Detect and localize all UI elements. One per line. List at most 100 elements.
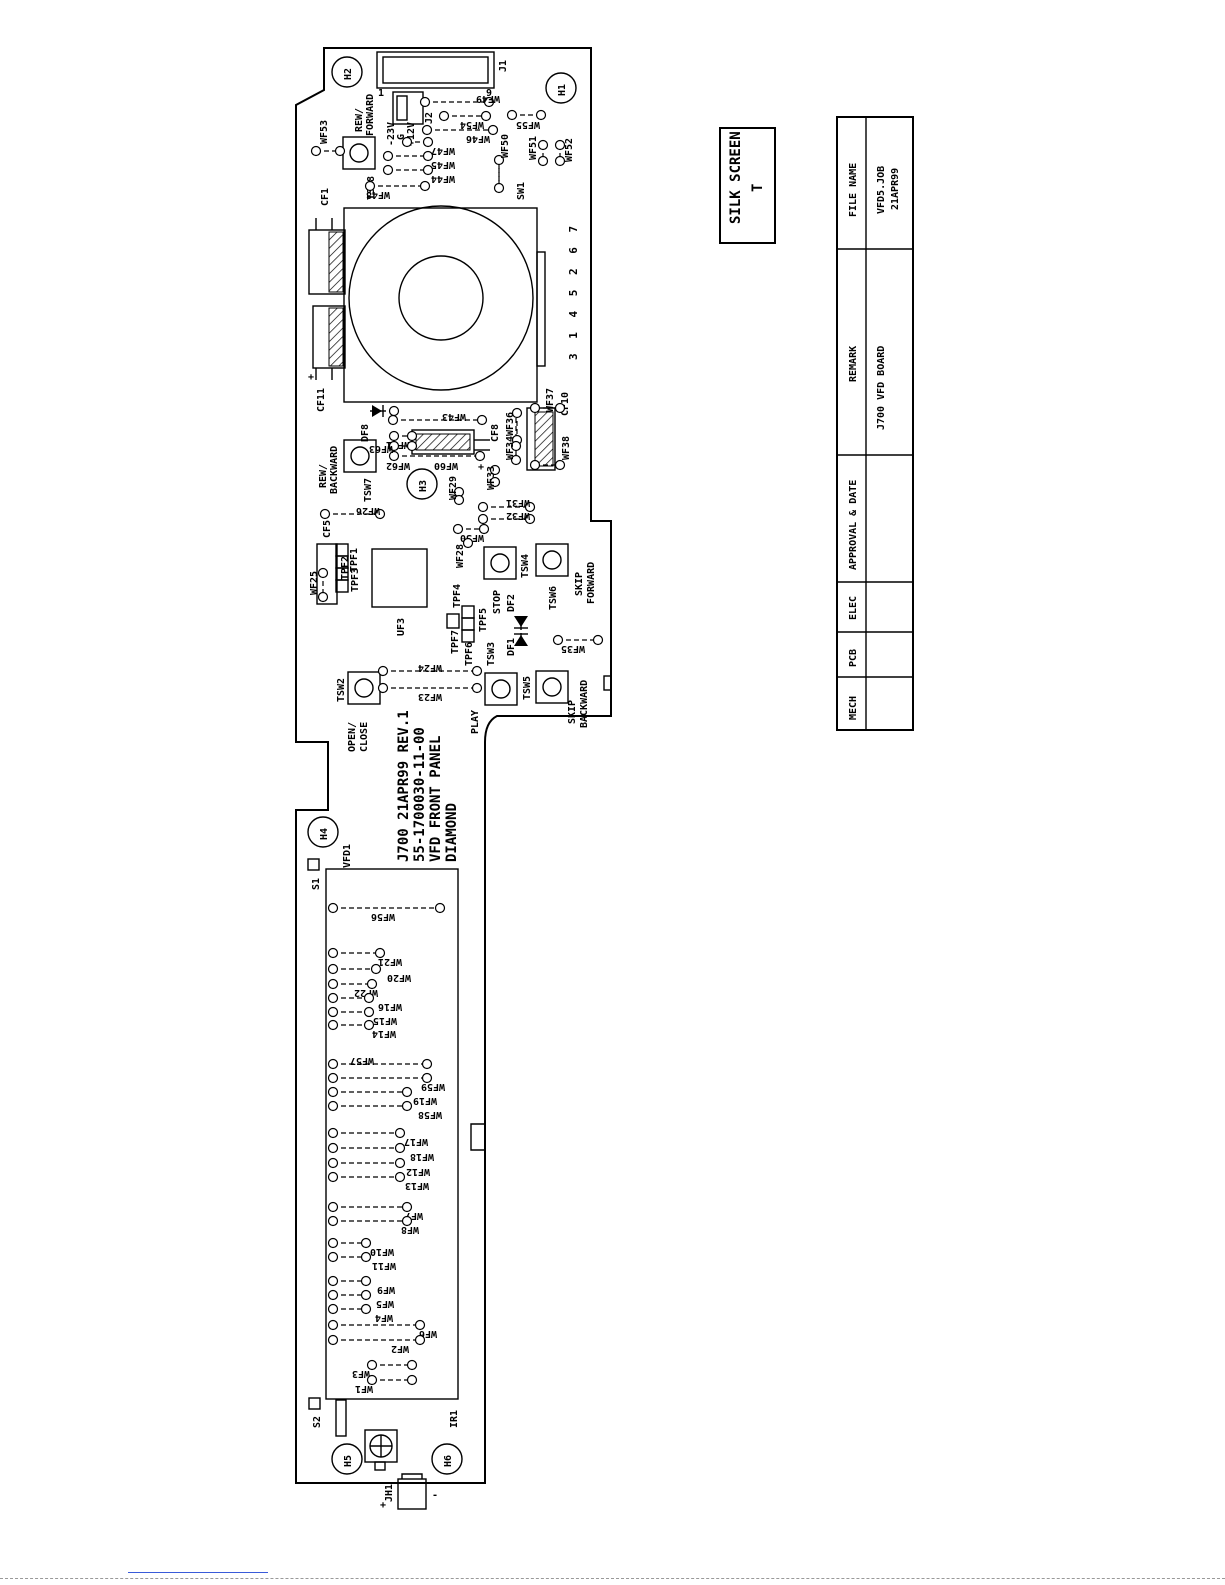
pad-wf51-1 <box>537 139 549 151</box>
mounting-hole-h3 <box>406 468 438 500</box>
rew-backward-line2: BACKWARD <box>329 446 340 494</box>
connector-j1 <box>376 51 495 89</box>
board-id-line1: J700 21APR99 REV.1 <box>396 710 412 862</box>
skip-forward-line2: FORWARD <box>586 562 597 604</box>
label-wf51: WF51 <box>528 136 539 160</box>
pad-wf19-2 <box>401 1086 413 1098</box>
diode-df8 <box>370 405 386 417</box>
pad-wf52-2 <box>554 155 566 167</box>
rew-forward-line1: REW/ <box>354 108 365 132</box>
tsw7-label: TSW7 <box>363 478 374 502</box>
label-wf44: WF44 <box>431 173 455 184</box>
pad-wf35-1 <box>552 634 564 646</box>
label-wf35: WF35 <box>561 643 585 654</box>
pad-wf10-1 <box>327 1237 339 1249</box>
pad-wf17-2 <box>394 1127 406 1139</box>
pad-wf57-2 <box>421 1058 433 1070</box>
label-wf15: WF15 <box>373 1015 397 1026</box>
board-outline <box>295 47 612 1484</box>
table-remark-value: J700 VFD BOARD <box>876 346 887 430</box>
table-header-file-name: FILE NAME <box>848 163 859 217</box>
board-tab <box>603 675 612 691</box>
table-header-mech: MECH <box>848 696 859 720</box>
pad-wf16-2 <box>363 992 375 1004</box>
label-wf8: WF8 <box>401 1224 419 1235</box>
pad-wf11-2 <box>360 1251 372 1263</box>
switch-tsw4-stop[interactable] <box>483 546 517 580</box>
switch-tsw8[interactable] <box>342 136 376 170</box>
pad-wf36-1 <box>511 407 523 419</box>
label-wf55: WF55 <box>516 119 540 130</box>
tpf6-label: TPF6 <box>464 642 475 666</box>
pad-wf50-2 <box>493 182 505 194</box>
switch-tsw6[interactable] <box>535 543 569 577</box>
pad-wf49-2 <box>483 96 495 108</box>
mounting-hole-h2 <box>331 56 363 88</box>
label-wf12: WF12 <box>406 1166 430 1177</box>
pad-wf14-2 <box>363 1019 375 1031</box>
mounting-hole-h1 <box>545 72 577 104</box>
tsw4-label: TSW4 <box>520 554 531 578</box>
silk-screen-box <box>719 127 776 244</box>
table-file-date-value: 21APR99 <box>890 168 901 210</box>
close-label: CLOSE <box>359 722 370 752</box>
pad-wf43-1 <box>387 414 399 426</box>
j2-label: J2 <box>424 112 435 124</box>
cf11-label: CF11 <box>316 388 327 412</box>
pad-wf63-1 <box>388 405 400 417</box>
pad-s1 <box>307 858 320 871</box>
title-block-table <box>836 116 914 731</box>
pad-wf33-2 <box>489 476 501 488</box>
encoder-pin-row: 3 1 4 5 2 6 7 <box>567 222 580 360</box>
pad-wf57-1 <box>327 1058 339 1070</box>
pad-wf53-1 <box>310 145 322 157</box>
capacitor-cf10 <box>515 407 556 471</box>
df2-label: DF2 <box>506 594 517 612</box>
j1-pin9-label: 9 <box>486 88 492 99</box>
switch-tsw3-play[interactable] <box>484 672 518 706</box>
tsw3-label: TSW3 <box>486 642 497 666</box>
table-header-pcb: PCB <box>848 649 859 667</box>
switch-tsw2[interactable] <box>347 671 381 705</box>
pad-wf47-2 <box>422 136 434 148</box>
pad-wf7-2 <box>401 1201 413 1213</box>
label-wf62: WF62 <box>386 460 410 471</box>
capacitor-cf1 <box>308 218 346 295</box>
pad-wf11-1 <box>327 1251 339 1263</box>
pad-wf1-2 <box>406 1374 418 1386</box>
pad-wf48-1 <box>364 180 376 192</box>
label-wf38: WF38 <box>561 436 572 460</box>
label-wf1: WF1 <box>355 1383 373 1394</box>
pad-wf2-1 <box>327 1334 339 1346</box>
pad-wf33-1 <box>489 464 501 476</box>
label-wf14: WF14 <box>372 1028 396 1039</box>
ir1-label: IR1 <box>449 1410 460 1428</box>
vfd-display-module <box>325 868 459 1400</box>
board-id-line4: DIAMOND <box>444 803 460 862</box>
switch-tsw7[interactable] <box>343 439 377 473</box>
pad-wf54-2 <box>480 110 492 122</box>
pad-wf60-2 <box>474 450 486 462</box>
diode-df2 <box>514 616 528 630</box>
h4-label: H4 <box>319 828 330 840</box>
label-wf9: WF9 <box>377 1284 395 1295</box>
pad-wf59-2 <box>421 1072 433 1084</box>
label-wf53: WF53 <box>319 120 330 144</box>
v23-label: -23V <box>386 122 397 146</box>
pad-wf24-2 <box>471 665 483 677</box>
pad-wf62-2 <box>406 440 418 452</box>
test-pad-block-tpf1-3 <box>316 543 349 605</box>
switch-tsw5[interactable] <box>535 670 569 704</box>
cf5-label: CF5 <box>322 520 333 538</box>
pad-wf6-2 <box>414 1319 426 1331</box>
h2-label: H2 <box>343 68 354 80</box>
mounting-hole-h4 <box>307 816 339 848</box>
pad-wf15-1 <box>327 1006 339 1018</box>
mounting-hole-h5 <box>331 1443 363 1475</box>
label-wf13: WF13 <box>405 1180 429 1191</box>
mounting-hole-h6 <box>431 1443 463 1475</box>
label-wf26: WF26 <box>356 505 380 516</box>
pad-wf20-1 <box>327 963 339 975</box>
pad-wf15-2 <box>363 1006 375 1018</box>
